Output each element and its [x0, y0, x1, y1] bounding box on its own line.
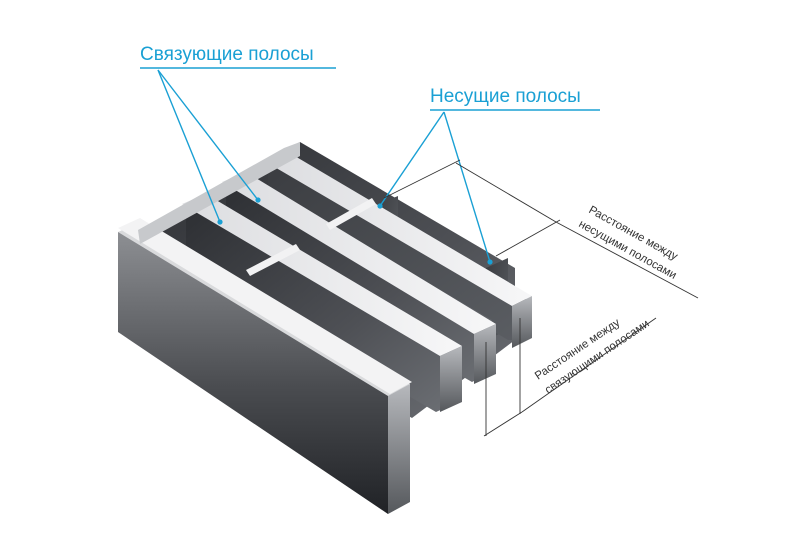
front-bearing-bar-edge: [118, 218, 412, 394]
cross-bar-top: [326, 198, 376, 230]
bearing-bar-end: [512, 296, 532, 348]
bearing-bars-label: Несущие полосы: [430, 86, 581, 107]
bearing-bar-top: [182, 194, 462, 356]
callout-bearing-bars: Несущие полосы: [377, 86, 600, 265]
grating-model: [118, 142, 532, 514]
callout-cross-bars: Связующие полосы: [140, 44, 336, 225]
leader-dot: [487, 259, 493, 265]
leader-dot: [255, 197, 261, 203]
leader-dot: [217, 219, 223, 225]
dimension-line: [455, 162, 557, 223]
dimension-line-tail: [521, 317, 657, 413]
bearing-bar: [186, 198, 458, 412]
bearing-bar: [268, 158, 528, 340]
cross-bars-leader: [157, 69, 221, 223]
bearing-bar-top: [266, 152, 532, 306]
cross-bars-leader: [157, 69, 259, 201]
front-bearing-bar-face: [118, 232, 388, 514]
cross-bar-top: [246, 244, 300, 276]
cross-bars-label: Связующие полосы: [140, 44, 314, 65]
bearing-bar-top: [222, 172, 496, 334]
front-bearing-bar-end: [388, 384, 410, 514]
bearing-bars-leader: [379, 111, 445, 207]
dimension-line: [483, 411, 523, 437]
extension-line: [383, 159, 461, 199]
bearing-bar-end: [440, 346, 462, 412]
extension-line: [495, 219, 561, 257]
bearing-bars-leader: [443, 111, 491, 263]
bearing-bar-end: [474, 324, 496, 384]
dimension-line-tail: [555, 221, 699, 299]
leader-dot: [377, 203, 383, 209]
back-cross-edge: [138, 142, 300, 244]
